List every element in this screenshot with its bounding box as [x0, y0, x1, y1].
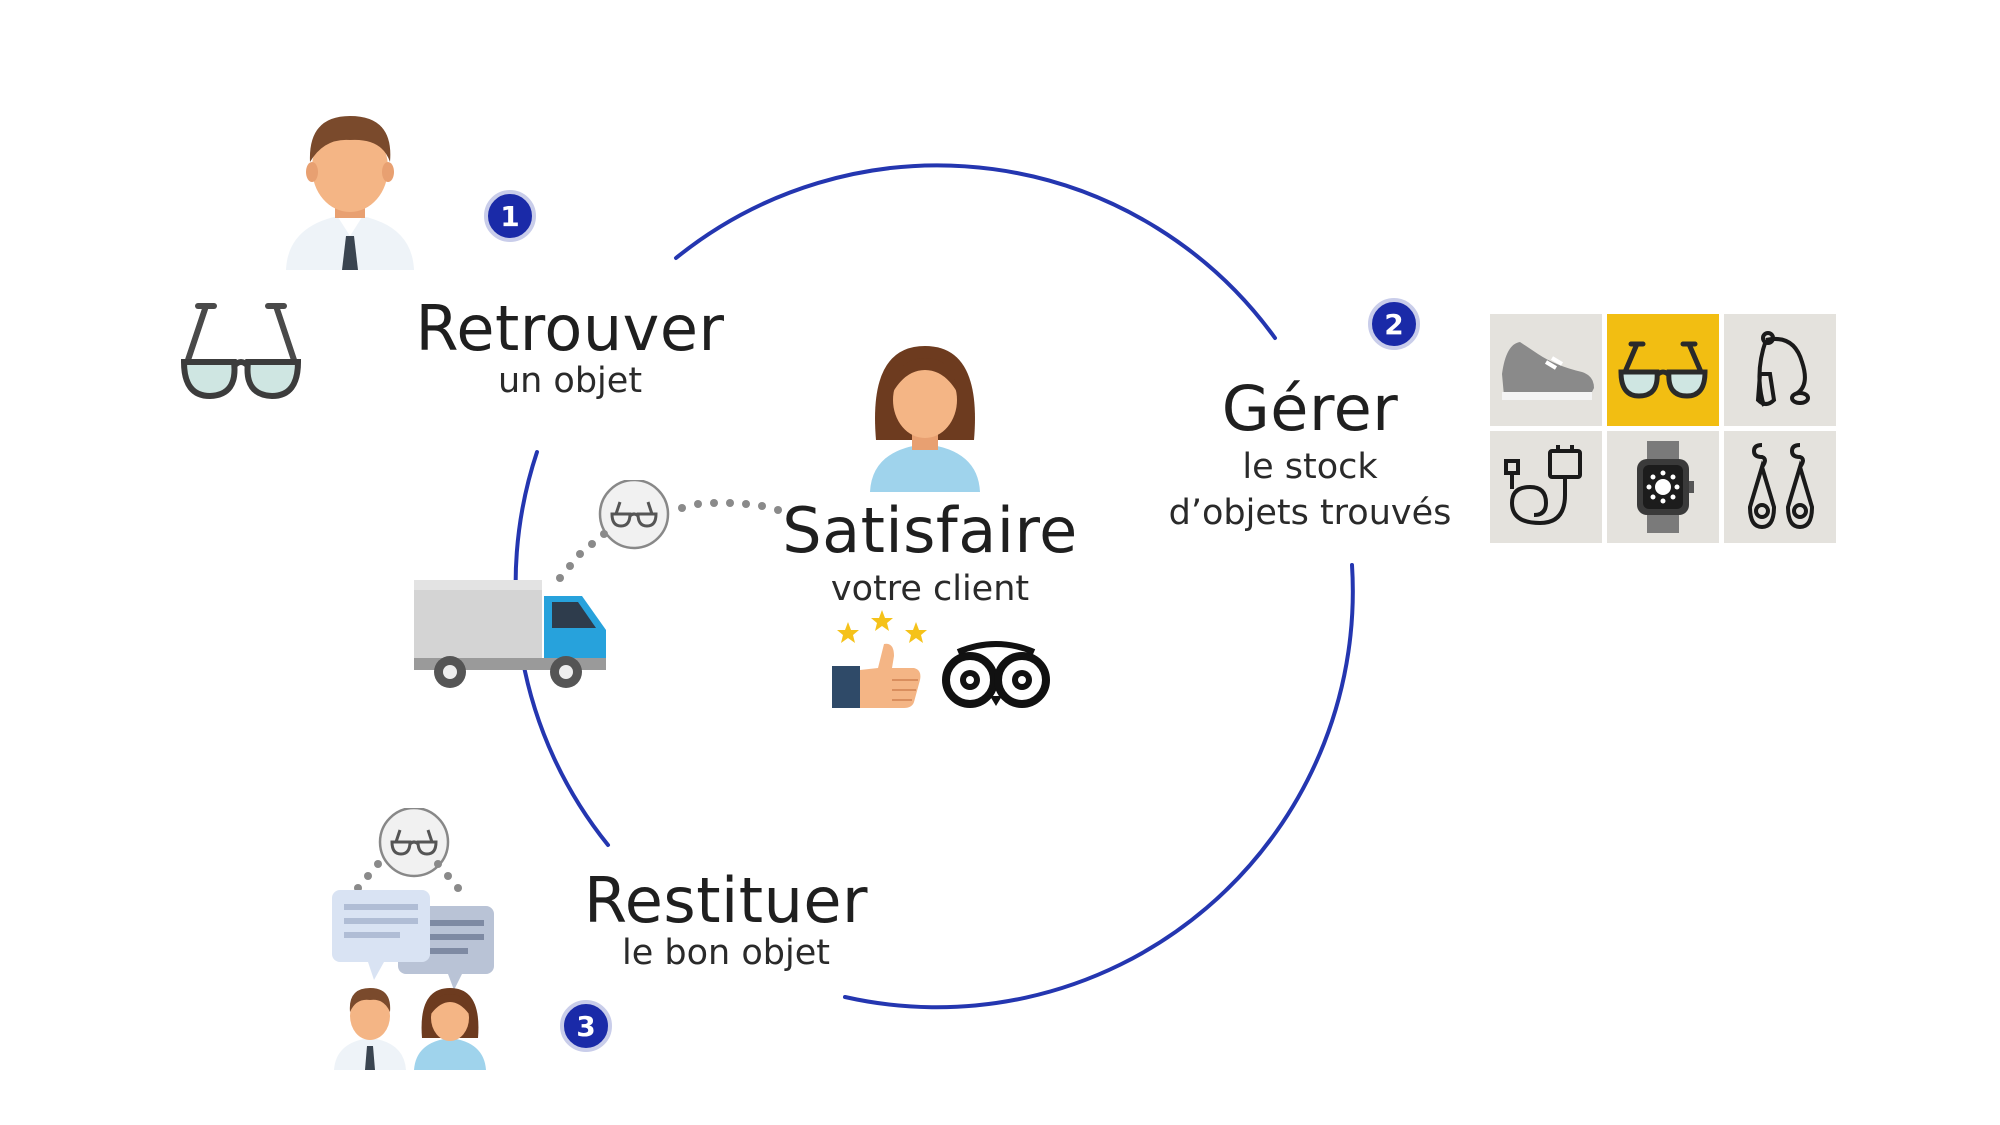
step-2-label: Gérer le stock d’objets trouvés — [1140, 378, 1480, 536]
stars-icon — [832, 606, 932, 650]
delivery-path-dots — [556, 499, 782, 582]
center-label: Satisfaire votre client — [760, 500, 1100, 612]
tripadvisor-owl-icon — [938, 640, 1054, 710]
connector-dots-step-3 — [354, 860, 462, 892]
glasses-bubble-icon — [596, 480, 676, 550]
step-3-badge: 3 — [560, 1000, 612, 1052]
step-2-subtitle-line-2: d’objets trouvés — [1168, 492, 1452, 533]
grid-cell-necklace — [1724, 314, 1836, 426]
necklace-icon — [1755, 331, 1810, 407]
grid-cell-earrings — [1724, 431, 1836, 543]
charger-cable-icon — [1504, 445, 1582, 526]
step-1-label: Retrouver un objet — [400, 298, 740, 404]
woman-avatar-icon — [410, 984, 490, 1070]
earrings-icon — [1747, 443, 1815, 530]
step-3-label: Restituer le bon objet — [556, 870, 896, 976]
arc-top — [674, 163, 1277, 340]
step-3-title: Restituer — [583, 864, 868, 937]
center-subtitle: votre client — [830, 569, 1030, 609]
man-avatar-icon — [330, 984, 410, 1070]
grid-cell-sneaker — [1490, 314, 1602, 426]
man-avatar-icon — [278, 110, 422, 270]
center-title: Satisfaire — [782, 494, 1078, 567]
glasses-bubble-icon — [376, 808, 456, 878]
step-2-badge: 2 — [1368, 298, 1420, 350]
grid-cell-smartwatch — [1607, 431, 1719, 543]
arc-right-bottom — [843, 563, 1355, 1010]
sneaker-icon — [1502, 342, 1594, 400]
thumbs-up-icon — [828, 640, 924, 710]
object-grid — [1490, 314, 1840, 548]
smartwatch-icon — [1637, 441, 1694, 533]
chat-bubbles-icon — [328, 886, 498, 1002]
step-1-badge: 1 — [484, 190, 536, 242]
grid-cell-charger — [1490, 431, 1602, 543]
step-3-subtitle: le bon objet — [622, 933, 830, 973]
woman-avatar-icon — [860, 340, 990, 492]
glasses-icon — [178, 300, 304, 400]
glasses-icon — [1618, 341, 1708, 399]
grid-cell-glasses — [1607, 314, 1719, 426]
step-1-title: Retrouver — [415, 292, 725, 365]
step-2-title: Gérer — [1221, 372, 1399, 445]
step-1-subtitle: un objet — [497, 361, 643, 401]
step-2-subtitle-line-1: le stock — [1242, 447, 1378, 487]
delivery-truck-icon — [410, 576, 610, 694]
